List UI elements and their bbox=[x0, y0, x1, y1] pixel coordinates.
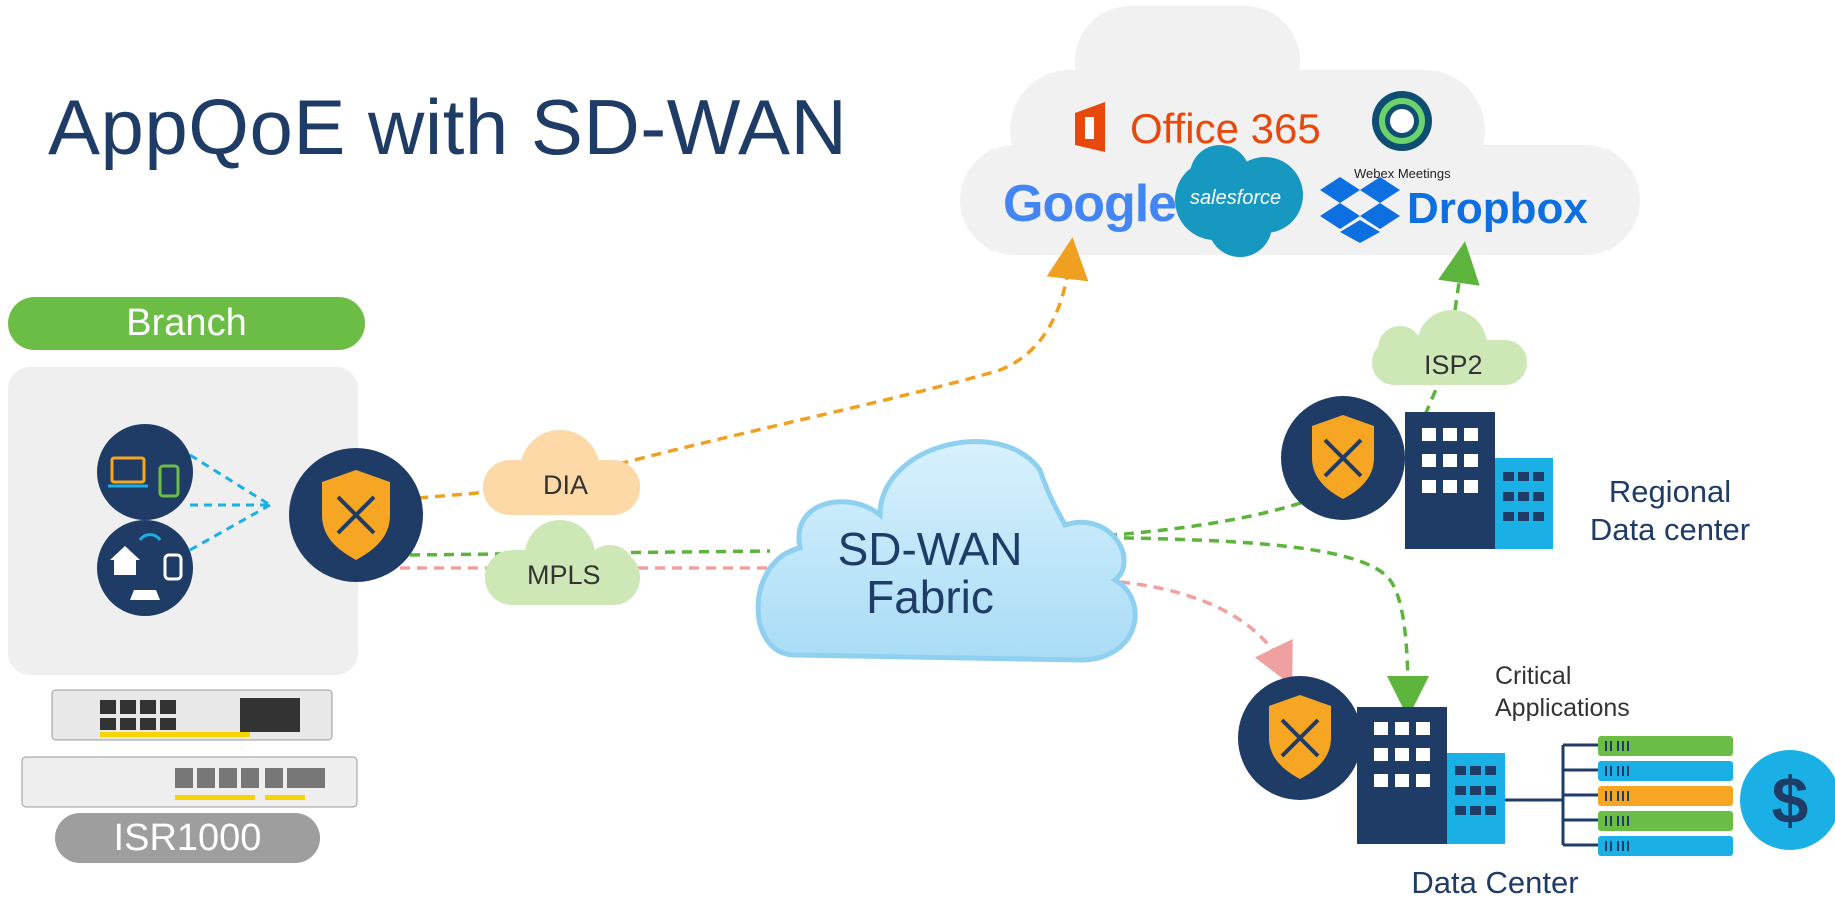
fabric-to-regional-path bbox=[1089, 498, 1311, 539]
isr-router-large bbox=[21, 756, 358, 808]
building-icon bbox=[1405, 412, 1553, 549]
google-label: Google bbox=[1003, 174, 1177, 234]
page-title: AppQoE with SD-WAN bbox=[48, 83, 848, 171]
device-label: ISR1000 bbox=[55, 813, 320, 863]
fabric-label-line1: SD-WAN bbox=[837, 523, 1023, 575]
building-icon bbox=[1357, 707, 1505, 844]
isp2-cloud bbox=[1372, 310, 1527, 385]
dia-label: DIA bbox=[543, 470, 589, 500]
fabric-label: SD-WAN Fabric bbox=[820, 525, 1040, 621]
webex-icon bbox=[1372, 91, 1432, 151]
mpls-path bbox=[409, 549, 771, 557]
fabric-to-dc-pink-path bbox=[1119, 580, 1293, 686]
server-connector bbox=[1505, 743, 1598, 847]
fabric-label-line2: Fabric bbox=[866, 571, 994, 623]
critical-apps-line2: Applications bbox=[1495, 694, 1630, 722]
router-shield-icon bbox=[289, 448, 423, 582]
mpls-cloud bbox=[485, 520, 640, 605]
mpls-label: MPLS bbox=[527, 560, 601, 590]
endpoint-links bbox=[189, 453, 271, 552]
router-shield-icon bbox=[1281, 396, 1405, 520]
office365-label: Office 365 bbox=[1130, 105, 1321, 152]
data-center-label: Data Center bbox=[1411, 865, 1579, 900]
office365-icon bbox=[1075, 102, 1105, 152]
router-shield-icon bbox=[1238, 676, 1362, 800]
google-label-text: Google bbox=[1003, 175, 1177, 233]
salesforce-label: salesforce bbox=[1190, 187, 1282, 209]
smart-home-icon bbox=[97, 520, 193, 616]
regional-dc-line2: Data center bbox=[1589, 512, 1751, 547]
regional-dc-line1: Regional bbox=[1608, 474, 1732, 509]
server-rack-icon bbox=[1598, 736, 1733, 856]
fabric-to-dc-path bbox=[1089, 535, 1429, 718]
isp2-label: ISP2 bbox=[1424, 350, 1483, 380]
dollar-icon: $ bbox=[1740, 750, 1835, 850]
laptop-phone-icon bbox=[97, 424, 193, 520]
critical-apps-line1: Critical bbox=[1495, 662, 1572, 690]
salesforce-icon bbox=[1175, 145, 1303, 257]
sdwan-fabric-cloud bbox=[755, 439, 1138, 663]
dropbox-label: Dropbox bbox=[1407, 184, 1588, 233]
dia-cloud bbox=[483, 430, 640, 515]
critical-apps-label: Critical Applications bbox=[1495, 660, 1630, 724]
branch-panel bbox=[8, 367, 358, 675]
dropbox-icon bbox=[1320, 177, 1400, 243]
branch-label: Branch bbox=[8, 297, 365, 350]
isr-router-small bbox=[51, 689, 333, 741]
regional-dc-label: Regional Data center bbox=[1560, 473, 1780, 549]
isp2-path bbox=[1423, 262, 1462, 416]
webex-label: Webex Meetings bbox=[1354, 166, 1451, 181]
svg-text:$: $ bbox=[1772, 763, 1809, 837]
